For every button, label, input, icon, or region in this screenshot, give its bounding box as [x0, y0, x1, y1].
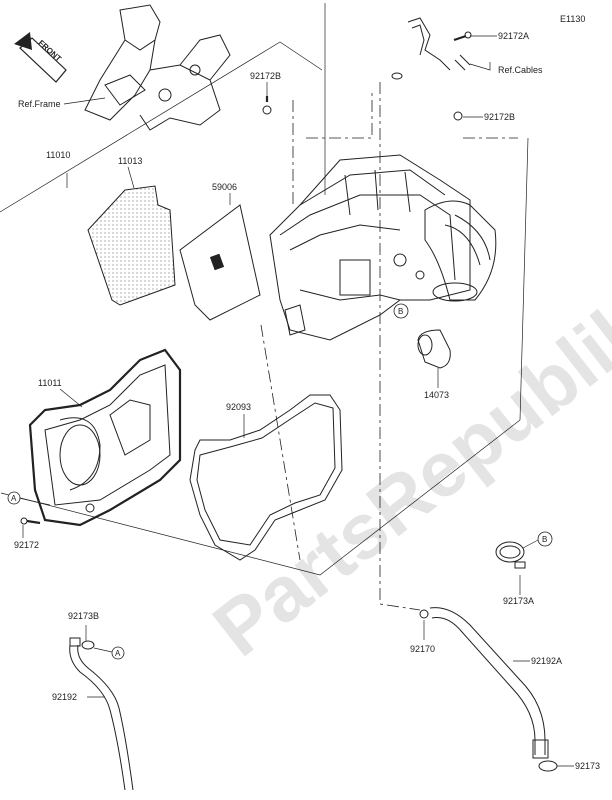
- callout-b-housing: B: [393, 303, 409, 319]
- label-92172A: 92172A: [498, 31, 529, 41]
- label-92173: 92173: [575, 761, 600, 771]
- screw-92172A: [453, 31, 472, 42]
- air-cleaner-housing: [269, 154, 471, 341]
- kit-box-outline: [0, 3, 529, 576]
- label-92172: 92172: [14, 540, 39, 550]
- clip-92170: [419, 609, 429, 619]
- label-92192A: 92192A: [531, 656, 562, 666]
- callout-b-clamp: B: [537, 531, 553, 547]
- cap-14073: [417, 329, 451, 369]
- label-92192: 92192: [52, 692, 77, 702]
- front-arrow-icon: FRONT: [14, 32, 67, 83]
- label-92173A: 92173A: [503, 596, 534, 606]
- frame-reference: [84, 4, 231, 131]
- label-92173B: 92173B: [68, 611, 99, 621]
- label-14073: 14073: [424, 390, 449, 400]
- clamp-92173B: [81, 640, 95, 650]
- center-lines: [260, 82, 518, 611]
- svg-text:A: A: [11, 494, 17, 503]
- callout-a-left: A: [7, 491, 51, 506]
- filter-element-11013: [87, 185, 176, 306]
- hose-92192A: [429, 607, 549, 759]
- label-ref-frame: Ref.Frame: [18, 99, 61, 109]
- svg-text:B: B: [542, 535, 547, 544]
- callout-a-bottom: A: [93, 646, 125, 660]
- gasket-92093: [189, 394, 343, 561]
- label-ref-cables: Ref.Cables: [498, 65, 543, 75]
- clamp-92173: [538, 760, 558, 772]
- lower-case-11011: [28, 348, 182, 527]
- label-59006: 59006: [212, 182, 237, 192]
- svg-text:B: B: [398, 307, 403, 316]
- label-92093: 92093: [226, 402, 251, 412]
- label-11011: 11011: [38, 378, 62, 388]
- diagram-code: E1130: [560, 14, 585, 24]
- watermark: PartsRepublik: [197, 280, 612, 673]
- svg-text:A: A: [115, 649, 121, 658]
- intake-duct: [424, 200, 497, 302]
- label-92172B-right: 92172B: [484, 112, 515, 122]
- label-11010: 11010: [46, 150, 70, 160]
- bolt-92172B-top: [262, 96, 272, 115]
- bolt-92172B-right: [453, 111, 463, 121]
- sponge-59006: [179, 204, 261, 321]
- clamp-92173A: [495, 541, 526, 569]
- label-92172B-top: 92172B: [250, 71, 281, 81]
- cable-clip: [391, 17, 471, 80]
- label-92170: 92170: [410, 644, 435, 654]
- screw-92172: [20, 517, 41, 525]
- label-11013: 11013: [118, 156, 142, 166]
- hose-92192: [69, 637, 134, 791]
